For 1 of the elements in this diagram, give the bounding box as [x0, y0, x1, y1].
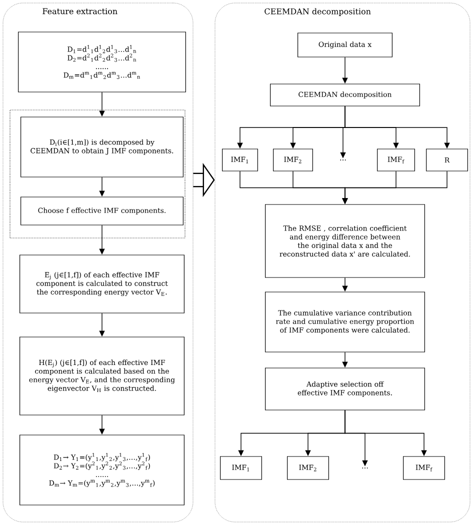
- group-box: [10, 110, 186, 238]
